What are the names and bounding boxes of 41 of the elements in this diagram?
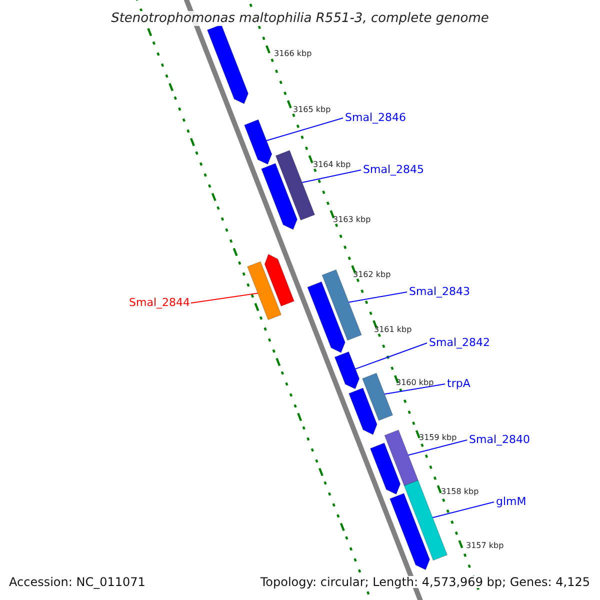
info-text: Topology: circular; Length: 4,573,969 bp; Genes: 4,125 bbox=[260, 576, 590, 588]
gene-feature bbox=[307, 281, 346, 354]
scale-label: 3164 kbp bbox=[313, 161, 351, 169]
gene-label: Smal_2845 bbox=[363, 164, 424, 175]
scale-label: 3161 kbp bbox=[374, 326, 412, 334]
gene-feature bbox=[370, 442, 401, 495]
leader-line bbox=[354, 342, 428, 370]
gene-feature bbox=[334, 351, 360, 390]
gene-feature bbox=[264, 254, 294, 306]
gene-label: Smal_2840 bbox=[469, 434, 530, 445]
gene-feature bbox=[384, 430, 418, 486]
gene-feature bbox=[275, 150, 316, 220]
scale-label: 3165 kbp bbox=[293, 106, 331, 114]
scale-label: 3160 kbp bbox=[396, 379, 434, 387]
leader-line bbox=[348, 292, 408, 303]
info-text: Accession: NC_011071 bbox=[9, 576, 146, 588]
leader-line bbox=[408, 440, 468, 456]
scale-label: 3159 kbp bbox=[419, 434, 457, 442]
leader-line bbox=[302, 170, 362, 184]
leader-line bbox=[384, 384, 446, 395]
leader-line bbox=[190, 292, 258, 304]
scale-label: 3166 kbp bbox=[274, 50, 312, 58]
gene-feature bbox=[362, 372, 394, 421]
gene-feature bbox=[206, 24, 249, 104]
scale-label: 3162 kbp bbox=[353, 271, 391, 279]
leader-line bbox=[432, 502, 494, 518]
scale-label: 3163 kbp bbox=[333, 216, 371, 224]
gene-feature bbox=[390, 493, 430, 570]
gene-label: Smal_2846 bbox=[345, 112, 406, 123]
leader-line bbox=[266, 118, 344, 142]
gene-feature bbox=[247, 261, 282, 320]
gene-label: Smal_2842 bbox=[429, 337, 490, 348]
scale-label: 3157 kbp bbox=[466, 542, 504, 550]
gene-feature bbox=[244, 119, 272, 165]
gene-label: Smal_2844 bbox=[129, 297, 190, 308]
gene-label: Smal_2843 bbox=[409, 286, 470, 297]
gene-feature bbox=[348, 388, 378, 436]
scale-label: 3158 kbp bbox=[441, 488, 479, 496]
gene-feature bbox=[261, 163, 298, 230]
gene-label: trpA bbox=[447, 378, 470, 389]
gene-label: glmM bbox=[496, 496, 526, 507]
